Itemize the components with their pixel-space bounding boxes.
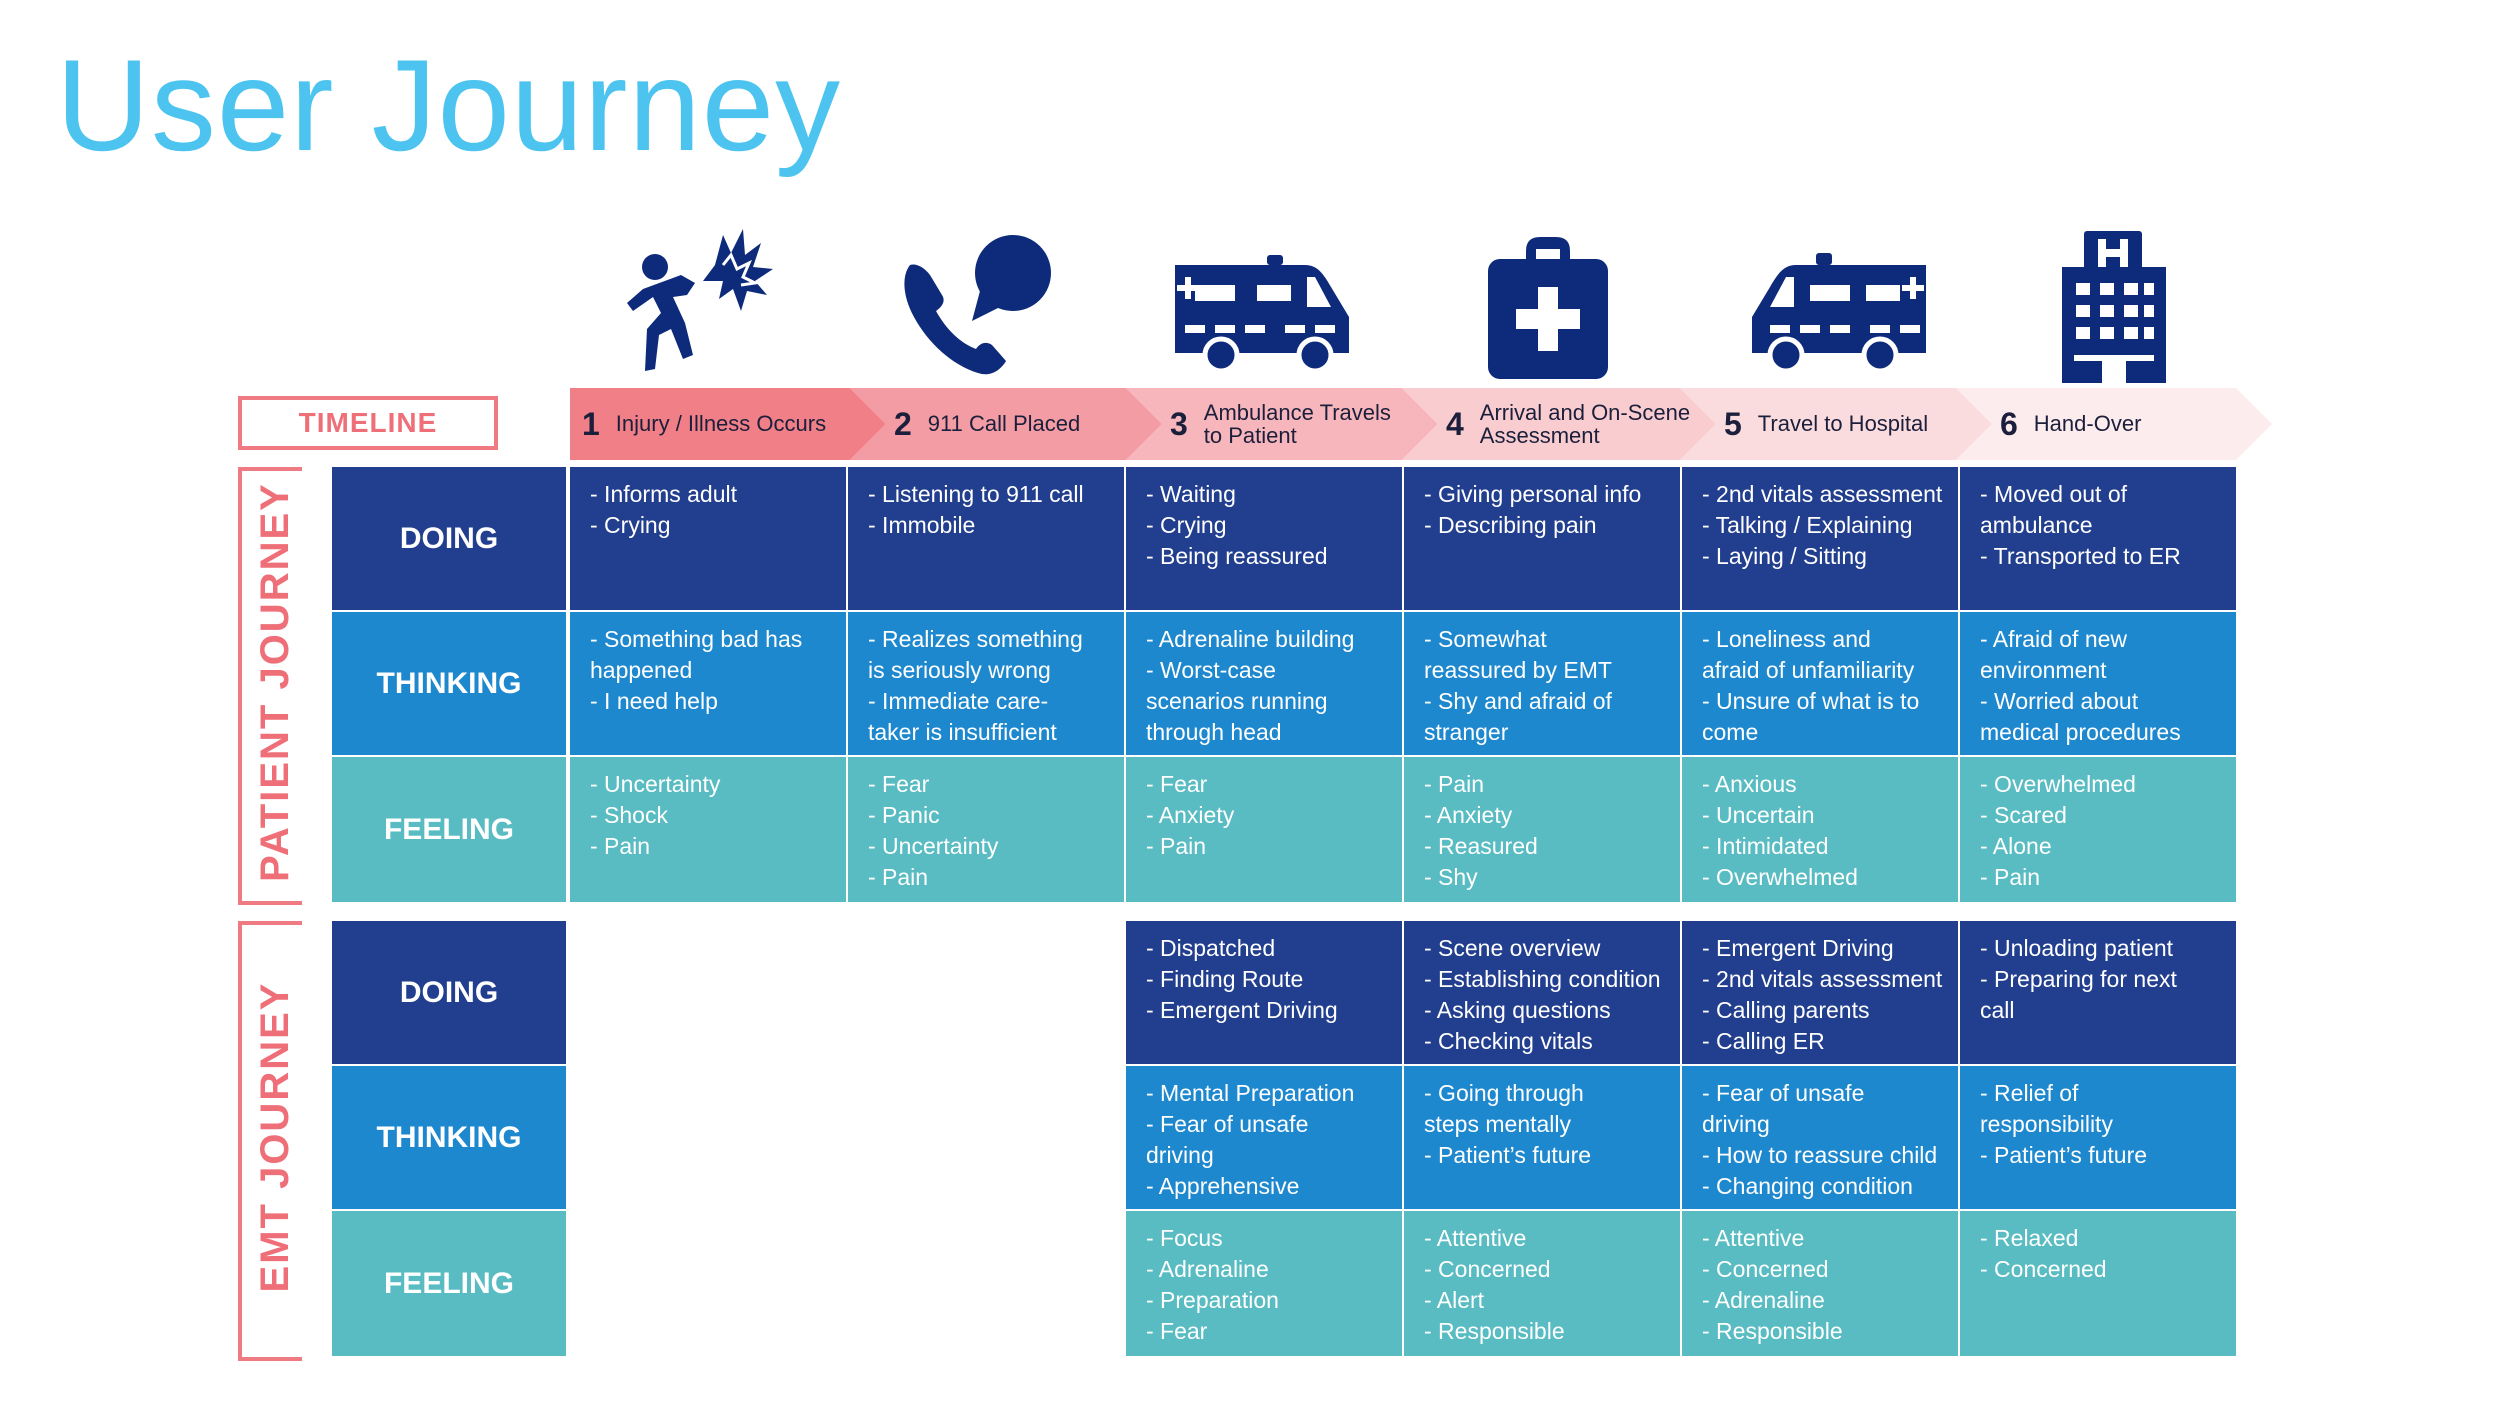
step-label: Ambulance Travels to Patient — [1203, 399, 1391, 448]
patient-thinking-cell: - Loneliness and afraid of unfamiliarity… — [1682, 612, 1958, 755]
timeline-step-3-bar — [1126, 388, 1438, 460]
patient-journey-bracket — [238, 467, 302, 905]
timeline-label: TIMELINE — [238, 396, 498, 450]
step-number: 3 — [1170, 405, 1188, 442]
emt-journey-bracket — [238, 921, 302, 1361]
patient-doing-cell: - Giving personal info - Describing pain — [1404, 467, 1680, 610]
timeline-step-5: 5 Travel to Hospital — [1710, 388, 1928, 460]
patient-thinking-cell: - Something bad has happened - I need he… — [570, 612, 846, 755]
emt-thinking-cell: - Fear of unsafe driving - How to reassu… — [1682, 1066, 1958, 1209]
patient-doing-cell: - Waiting - Crying - Being reassured — [1126, 467, 1402, 610]
emt-doing-cell: - Scene overview - Establishing conditio… — [1404, 921, 1680, 1064]
patient-feeling-cell: - Fear - Anxiety - Pain — [1126, 757, 1402, 902]
timeline-step-4-bar — [1402, 388, 1716, 460]
step-label: Arrival and On-Scene Assessment — [1479, 399, 1691, 448]
step-number: 1 — [582, 405, 600, 442]
patient-thinking-header: THINKING — [332, 612, 566, 755]
timeline-step-2: 2 911 Call Placed — [880, 388, 1080, 460]
step-label: Injury / Illness Occurs — [615, 411, 827, 437]
patient-doing-cell: - Informs adult - Crying — [570, 467, 846, 610]
patient-doing-cell: - Moved out of ambulance - Transported t… — [1960, 467, 2236, 610]
page-title: User Journey — [56, 32, 842, 178]
step-label: Travel to Hospital — [1757, 411, 1929, 437]
ambulance-icon — [1736, 225, 1936, 385]
step-number: 6 — [2000, 405, 2018, 442]
patient-thinking-cell: - Afraid of new environment - Worried ab… — [1960, 612, 2236, 755]
emt-doing-header: DOING — [332, 921, 566, 1064]
timeline-step-6-bar — [1956, 388, 2272, 460]
patient-feeling-cell: - Uncertainty - Shock - Pain — [570, 757, 846, 902]
ambulance-icon — [1165, 225, 1365, 385]
emt-feeling-header: FEELING — [332, 1211, 566, 1356]
step-label: 911 Call Placed — [927, 411, 1081, 437]
emt-doing-cell: - Dispatched - Finding Route - Emergent … — [1126, 921, 1402, 1064]
patient-feeling-cell: - Pain - Anxiety - Reasured - Shy — [1404, 757, 1680, 902]
step-number: 5 — [1724, 405, 1742, 442]
hospital-icon — [2014, 225, 2214, 385]
emt-feeling-cell: - Focus - Adrenaline - Preparation - Fea… — [1126, 1211, 1402, 1356]
emt-journey-label: EMT JOURNEY — [253, 981, 297, 1293]
emt-thinking-header: THINKING — [332, 1066, 566, 1209]
patient-feeling-cell: - Fear - Panic - Uncertainty - Pain — [848, 757, 1124, 902]
step-label: Hand-Over — [2033, 411, 2142, 437]
injury-icon — [603, 225, 803, 385]
emt-thinking-cell: - Mental Preparation - Fear of unsafe dr… — [1126, 1066, 1402, 1209]
patient-journey-label: PATIENT JOURNEY — [253, 482, 297, 882]
emt-feeling-cell: - Relaxed - Concerned — [1960, 1211, 2236, 1356]
emt-doing-cell: - Unloading patient - Preparing for next… — [1960, 921, 2236, 1064]
timeline-step-3: 3 Ambulance Travels to Patient — [1156, 388, 1391, 460]
patient-feeling-header: FEELING — [332, 757, 566, 902]
timeline-step-4: 4 Arrival and On-Scene Assessment — [1432, 388, 1690, 460]
patient-doing-cell: - Listening to 911 call - Immobile — [848, 467, 1124, 610]
timeline-step-2-bar — [850, 388, 1162, 460]
patient-thinking-cell: - Adrenaline building - Worst-case scena… — [1126, 612, 1402, 755]
timeline-step-1-bar — [570, 388, 886, 460]
emt-thinking-cell: - Going through steps mentally - Patient… — [1404, 1066, 1680, 1209]
patient-thinking-cell: - Somewhat reassured by EMT - Shy and af… — [1404, 612, 1680, 755]
patient-thinking-cell: - Realizes something is seriously wrong … — [848, 612, 1124, 755]
step-number: 2 — [894, 405, 912, 442]
first-aid-kit-icon — [1448, 225, 1648, 385]
step-number: 4 — [1446, 405, 1464, 442]
emt-feeling-cell: - Attentive - Concerned - Alert - Respon… — [1404, 1211, 1680, 1356]
emt-doing-cell: - Emergent Driving - 2nd vitals assessme… — [1682, 921, 1958, 1064]
emt-feeling-cell: - Attentive - Concerned - Adrenaline - R… — [1682, 1211, 1958, 1356]
patient-doing-cell: - 2nd vitals assessment - Talking / Expl… — [1682, 467, 1958, 610]
timeline-step-1: 1 Injury / Illness Occurs — [568, 388, 826, 460]
patient-feeling-cell: - Anxious - Uncertain - Intimidated - Ov… — [1682, 757, 1958, 902]
timeline-step-6: 6 Hand-Over — [1986, 388, 2141, 460]
patient-doing-header: DOING — [332, 467, 566, 610]
patient-feeling-cell: - Overwhelmed - Scared - Alone - Pain — [1960, 757, 2236, 902]
timeline-step-5-bar — [1680, 388, 1992, 460]
emt-thinking-cell: - Relief of responsibility - Patient’s f… — [1960, 1066, 2236, 1209]
phone-call-icon — [888, 225, 1088, 385]
